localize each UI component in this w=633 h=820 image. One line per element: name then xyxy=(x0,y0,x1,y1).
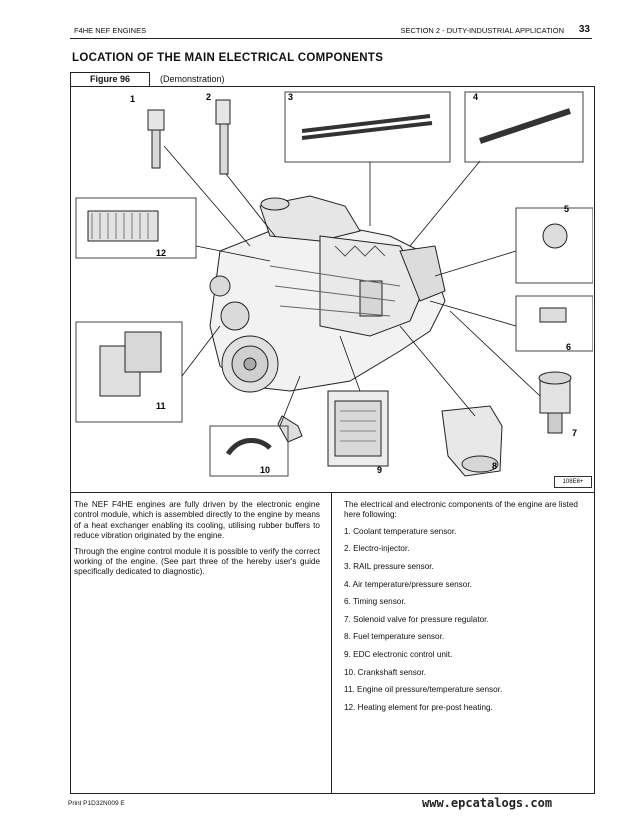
list-item: 1. Coolant temperature sensor. xyxy=(344,526,457,536)
component-4-box xyxy=(464,91,584,163)
list-item: 4. Air temperature/pressure sensor. xyxy=(344,579,472,589)
ecu-paragraph: The NEF F4HE engines are fully driven by… xyxy=(74,500,320,541)
callout-5: 5 xyxy=(564,204,569,214)
component-2-illustration xyxy=(215,99,231,175)
components-intro: The electrical and electronic components… xyxy=(344,500,578,520)
component-1-illustration xyxy=(147,109,165,169)
list-item: 6. Timing sensor. xyxy=(344,597,406,607)
component-7-illustration xyxy=(538,371,572,434)
list-item: 11. Engine oil pressure/temperature sens… xyxy=(344,685,503,695)
list-item: 9. EDC electronic control unit. xyxy=(344,649,453,659)
callout-8: 8 xyxy=(492,461,497,471)
list-item: 2. Electro-injector. xyxy=(344,544,410,554)
diagnostic-paragraph: Through the engine control module it is … xyxy=(74,546,320,577)
list-item: 3. RAIL pressure sensor. xyxy=(344,562,434,571)
header-manual-name: F4HE NEF ENGINES xyxy=(74,26,147,35)
figure-subtitle: (Demonstration) xyxy=(160,74,225,84)
component-5-box xyxy=(515,207,593,284)
engine-diagram: 1 2 3 4 5 6 7 8 9 10 11 12 xyxy=(75,91,593,477)
column-divider xyxy=(331,493,332,793)
left-column: The NEF F4HE engines are fully driven by… xyxy=(74,500,320,583)
component-11-box xyxy=(75,321,183,423)
list-item: 10. Crankshaft sensor. xyxy=(344,667,426,677)
figure-label: Figure 96 xyxy=(70,72,150,87)
list-item: 7. Solenoid valve for pressure regulator… xyxy=(344,614,489,624)
callout-9: 9 xyxy=(377,465,382,475)
text-frame xyxy=(70,493,595,794)
callout-6: 6 xyxy=(566,342,571,352)
right-column: The electrical and electronic components… xyxy=(344,500,590,720)
list-item: 8. Fuel temperature sensor. xyxy=(344,632,445,642)
list-item: 12. Heating element for pre-post heating… xyxy=(344,702,493,712)
page-number: 33 xyxy=(578,24,590,35)
figure-code: 108E6+ xyxy=(554,476,592,488)
callout-3: 3 xyxy=(288,92,293,102)
callout-7: 7 xyxy=(572,428,577,438)
page-header: F4HE NEF ENGINES SECTION 2 - DUTY-INDUST… xyxy=(70,22,592,39)
figure-callouts: 1 2 3 4 5 6 7 8 9 10 11 12 xyxy=(130,92,577,475)
section-title: LOCATION OF THE MAIN ELECTRICAL COMPONEN… xyxy=(72,52,384,64)
figure-frame xyxy=(70,86,595,493)
component-10-box xyxy=(209,425,289,477)
component-12-box xyxy=(75,197,197,259)
callout-4: 4 xyxy=(473,92,478,102)
callout-2: 2 xyxy=(206,92,211,102)
callout-10: 10 xyxy=(260,465,270,475)
component-list: 1. Coolant temperature sensor. 2. Electr… xyxy=(344,527,590,713)
callout-1: 1 xyxy=(130,94,135,104)
callout-11: 11 xyxy=(156,401,166,411)
engine-block-illustration xyxy=(209,195,503,477)
callout-12: 12 xyxy=(156,248,166,258)
header-section-name: SECTION 2 - DUTY-INDUSTRIAL APPLICATION xyxy=(400,26,564,35)
print-code: Print P1D32N009 E xyxy=(68,800,125,807)
watermark-url: www.epcatalogs.com xyxy=(422,796,553,810)
component-3-box xyxy=(284,91,451,163)
component-6-box xyxy=(515,295,593,352)
